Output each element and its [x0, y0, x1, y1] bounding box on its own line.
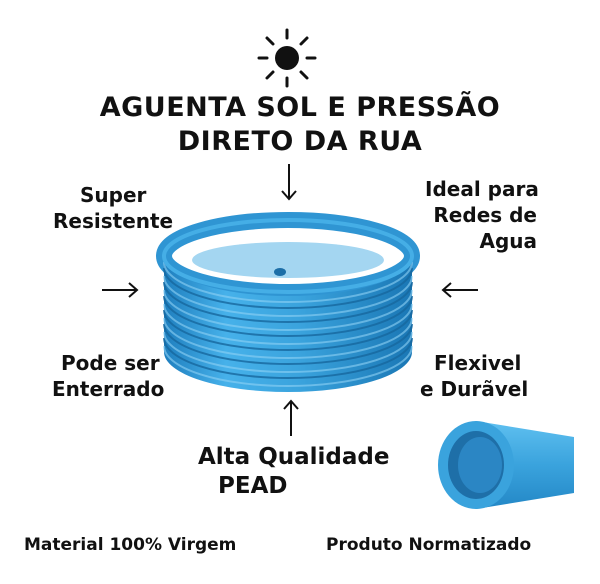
feature-super-resistente: Super Resistente: [53, 182, 173, 234]
feature-ideal-redes: Ideal para Redes de Agua: [425, 176, 539, 254]
feature-alta-qualidade: Alta Qualidade PEAD: [198, 443, 389, 501]
feature-text-line: Redes de: [433, 203, 537, 227]
pipe-section-image: [438, 421, 574, 509]
feature-flexivel-duravel: Flexivel e Durãvel: [420, 350, 528, 402]
feature-text-line: Resistente: [53, 209, 174, 233]
sun-icon: [257, 28, 317, 88]
feature-text-line: Flexivel: [434, 351, 522, 375]
feature-text-line: Enterrado: [52, 377, 165, 401]
pipe-coil-image: [156, 212, 420, 392]
feature-text-line: Pode ser: [61, 351, 160, 375]
footer-produto-normatizado: Produto Normatizado: [326, 535, 532, 555]
headline-line-2: DIRETO DA RUA: [177, 126, 423, 157]
arrow-left-icon: [441, 282, 478, 298]
feature-text-line: e Durãvel: [420, 377, 529, 401]
feature-text-line: Ideal para: [425, 177, 539, 201]
arrow-up-icon: [283, 399, 299, 436]
arrow-right-icon: [102, 282, 139, 298]
feature-text-line: Alta Qualidade: [198, 444, 390, 470]
headline-line-1: AGUENTA SOL E PRESSÃO: [99, 92, 501, 123]
feature-text-line: Agua: [479, 229, 537, 253]
arrow-down-icon: [281, 164, 297, 201]
feature-text-line: Super: [80, 183, 147, 207]
feature-pode-enterrado: Pode ser Enterrado: [52, 350, 164, 402]
feature-text-line: PEAD: [218, 473, 288, 499]
footer-material-virgem: Material 100% Virgem: [24, 535, 237, 555]
